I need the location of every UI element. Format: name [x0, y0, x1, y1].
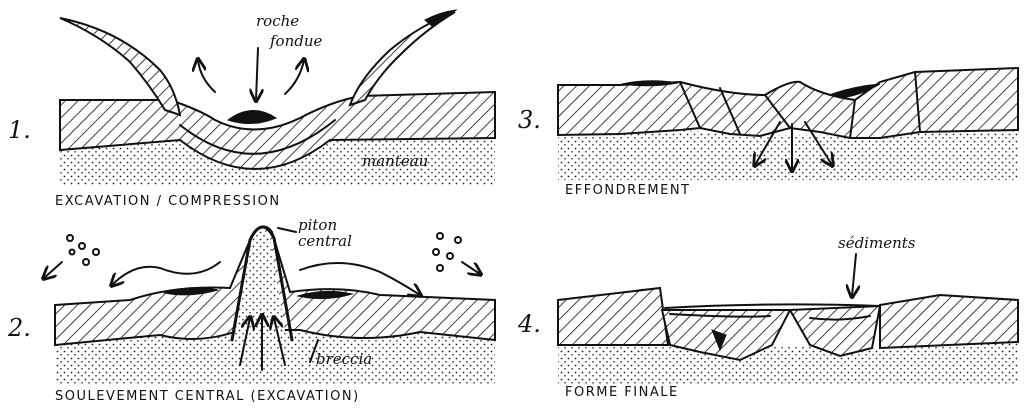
rim-deposit-right — [830, 83, 881, 99]
arrow-particles-right — [461, 261, 480, 274]
arrow-eject-left — [198, 60, 216, 93]
fault-line-5 — [914, 71, 921, 133]
caption-3: EFFONDREMENT — [565, 183, 690, 198]
crust-layer-4 — [557, 286, 670, 346]
central-peak-outline — [230, 225, 294, 342]
rim-deposit-left — [621, 80, 679, 87]
panel-3: 3. EFFONDREMENT — [518, 66, 1019, 198]
panel-number-3: 3. — [518, 106, 541, 134]
fault-line-2 — [719, 87, 741, 135]
ejecta-right — [348, 11, 456, 107]
label-mantle: manteau — [362, 152, 428, 170]
arrow-collapse-1 — [755, 121, 781, 165]
arrow-uplift-1 — [239, 318, 250, 366]
panel-number-2: 2. — [7, 314, 31, 342]
arrow-uplift-3 — [274, 318, 286, 366]
leader-central-peak — [277, 227, 297, 233]
ejecta-right-tip — [424, 9, 458, 27]
arrow-particles-left — [44, 261, 63, 278]
arrow-flow-left — [112, 261, 221, 285]
label-central: central — [298, 232, 352, 250]
caption-4: FORME FINALE — [565, 385, 679, 400]
panel-number-1: 1. — [8, 116, 31, 144]
arrow-collapse-3 — [804, 121, 832, 165]
mantle-layer — [60, 138, 495, 185]
sediment-line-2 — [669, 313, 771, 318]
fault-line-1 — [679, 81, 701, 129]
breccia-fragment — [711, 329, 727, 352]
fault-line-4 — [849, 99, 856, 139]
crust-layer-4-right — [879, 293, 1019, 350]
label-fondue: fondue — [269, 32, 323, 50]
ejecta-left — [59, 17, 182, 117]
panel-1: roche fondue manteau 1. EXCAVATION / COM… — [8, 9, 496, 209]
crust-blocks-3 — [557, 66, 1019, 139]
panel-2: piton central breccia 2. SOULEVEMENT CEN… — [7, 216, 496, 404]
mantle-layer-3 — [558, 130, 1018, 180]
caption-2: SOULEVEMENT CENTRAL (EXCAVATION) — [55, 389, 360, 404]
caption-1: EXCAVATION / COMPRESSION — [55, 194, 281, 209]
sediment-line — [664, 303, 881, 309]
arrow-eject-right — [284, 60, 304, 95]
label-sediments: sédiments — [838, 234, 916, 252]
label-piton: piton — [298, 216, 337, 234]
mantle-layer-4 — [558, 342, 1018, 385]
fault-line-3 — [764, 94, 791, 129]
panel-number-4: 4. — [517, 310, 541, 338]
label-roche: roche — [256, 12, 299, 30]
label-breccia: breccia — [316, 350, 372, 368]
sediment-line-3 — [809, 315, 871, 321]
arrow-sediments — [852, 253, 856, 296]
molten-rock-pool — [226, 110, 278, 124]
arrow-down-molten — [256, 47, 258, 100]
ejecta-particles-right — [432, 232, 462, 272]
arrow-flow-right — [299, 262, 420, 295]
leader-breccia — [309, 339, 319, 363]
crater-bowl-line — [179, 119, 336, 155]
melt-lens-left — [163, 287, 219, 296]
mantle-layer-2 — [55, 330, 495, 385]
melt-lens-right — [296, 290, 354, 300]
ejecta-particles-left — [66, 234, 100, 266]
panel-4: sédiments 4. FORME FINALE — [517, 234, 1019, 400]
